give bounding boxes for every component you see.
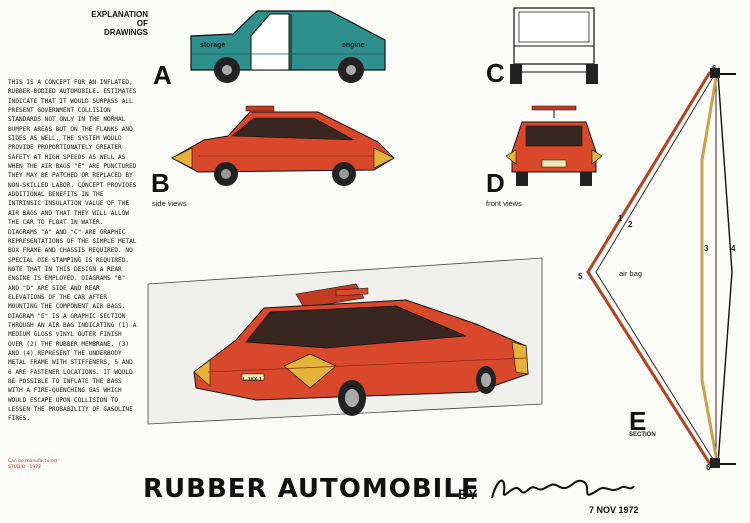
signature-graphic	[491, 479, 635, 499]
storage-label: storage	[200, 42, 226, 49]
section-number-2: 2	[628, 220, 633, 229]
section-number-6-bottom: 6	[706, 463, 711, 472]
label-b: B	[151, 168, 170, 198]
body-paragraph-1: This is a concept for an inflated, rubbe…	[8, 79, 137, 227]
section-number-5: 5	[578, 272, 583, 281]
diagram-e-section	[586, 68, 736, 468]
main-title: RUBBER AUTOMOBILE	[143, 474, 480, 504]
label-d: D	[486, 168, 505, 198]
section-caption: SECTION	[629, 432, 656, 438]
diagram-a-frame-side	[190, 10, 386, 83]
perspective-car	[147, 257, 543, 425]
explanation-title: EXPLANATION OF DRAWINGS	[91, 10, 148, 37]
by-label: BY	[458, 486, 478, 502]
diagram-c-frame-front	[510, 7, 598, 84]
body-paragraph-2: Diagrams "A" and "C" are graphic represe…	[8, 228, 137, 423]
diagram-b-car-side	[170, 105, 395, 186]
air-bag-caption: air bag	[619, 269, 642, 278]
body-text: This is a concept for an inflated, rubbe…	[8, 78, 140, 424]
section-number-6-top: 6	[712, 64, 717, 73]
red-annotation: Can be manufactured STUDIO · 1972	[8, 459, 57, 471]
section-number-1: 1	[618, 214, 623, 223]
section-number-3: 3	[704, 244, 709, 253]
red-annotation-text: Can be manufactured STUDIO · 1972	[8, 459, 57, 470]
section-number-4: 4	[731, 244, 736, 253]
label-e: E	[629, 406, 647, 436]
label-a: A	[153, 60, 172, 90]
label-c: C	[486, 58, 505, 88]
license-plate-text: L-1XX-1	[243, 377, 262, 383]
front-views-caption: front views	[486, 199, 522, 208]
date-label: 7 NOV 1972	[589, 505, 639, 515]
engine-label: engine	[342, 42, 365, 49]
side-views-caption: side views	[152, 199, 187, 208]
diagram-d-car-rear	[505, 105, 603, 186]
